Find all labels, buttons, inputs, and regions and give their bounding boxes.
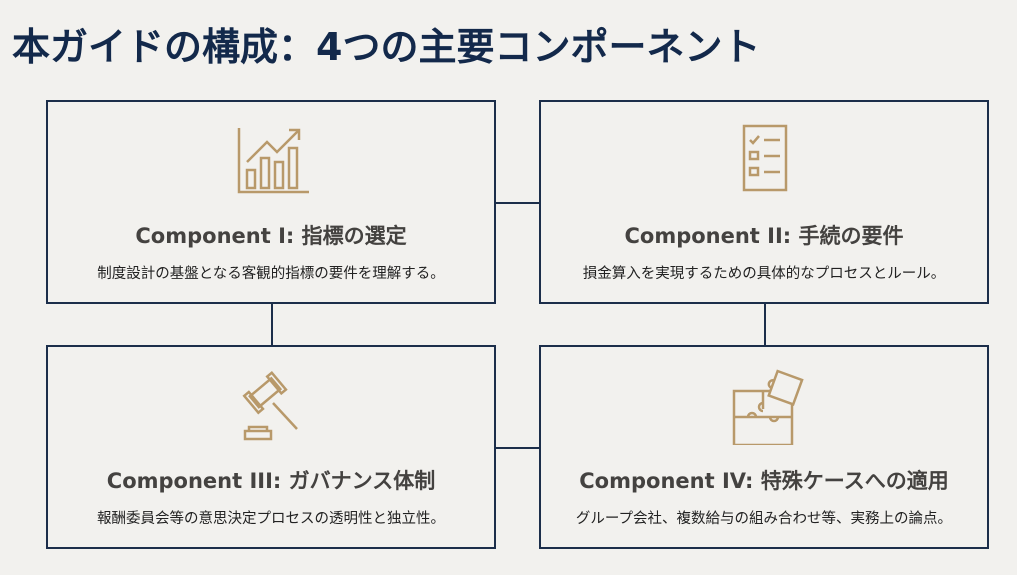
connector-top	[496, 202, 541, 204]
connector-left	[271, 304, 273, 347]
component-card-1: Component I: 指標の選定 制度設計の基盤となる客観的指標の要件を理解…	[46, 100, 496, 304]
component-description: 制度設計の基盤となる客観的指標の要件を理解する。	[97, 266, 445, 282]
checklist-icon	[742, 124, 788, 192]
component-description: グループ会社、複数給与の組み合わせ等、実務上の論点。	[575, 511, 953, 527]
component-card-3: Component III: ガバナンス体制 報酬委員会等の意思決定プロセスの透…	[46, 345, 496, 549]
component-description: 報酬委員会等の意思決定プロセスの透明性と独立性。	[97, 511, 445, 527]
puzzle-icon	[732, 369, 804, 445]
component-heading: Component I: 指標の選定	[135, 224, 407, 248]
page-title: 本ガイドの構成：4つの主要コンポーネント	[12, 25, 761, 69]
bar-chart-growth-icon	[237, 128, 309, 194]
connector-bottom	[496, 447, 541, 449]
component-description: 損金算入を実現するための具体的なプロセスとルール。	[582, 266, 946, 282]
component-card-2: Component II: 手続の要件 損金算入を実現するための具体的なプロセス…	[539, 100, 989, 304]
connector-right	[764, 304, 766, 347]
component-heading: Component II: 手続の要件	[624, 224, 904, 248]
component-card-4: Component IV: 特殊ケースへの適用 グループ会社、複数給与の組み合わ…	[539, 345, 989, 549]
component-heading: Component III: ガバナンス体制	[106, 469, 436, 493]
component-heading: Component IV: 特殊ケースへの適用	[579, 469, 949, 493]
gavel-icon	[242, 370, 298, 441]
